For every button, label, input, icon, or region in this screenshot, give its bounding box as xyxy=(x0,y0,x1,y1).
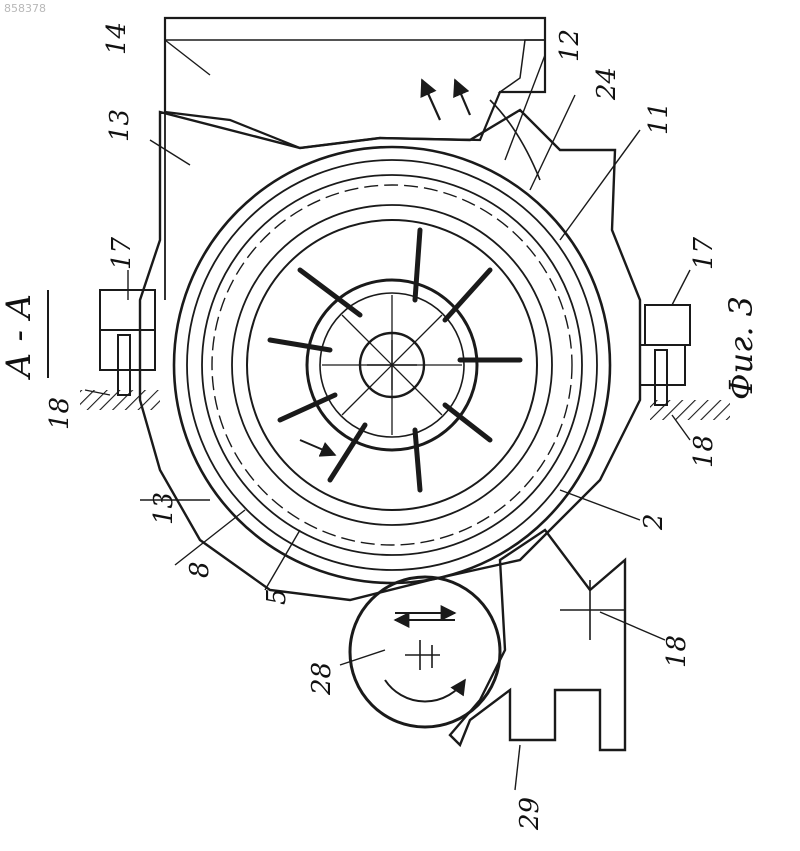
callout-5: 5 xyxy=(262,588,292,605)
callout-11: 11 xyxy=(644,102,674,135)
callouts: 14 12 24 11 13 13 17 17 18 18 18 8 5 2 2… xyxy=(45,22,719,831)
watermark-text: 858378 xyxy=(4,2,46,15)
section-label: А - А xyxy=(0,290,48,380)
callout-18-left: 18 xyxy=(45,397,75,430)
callout-2: 2 xyxy=(639,513,669,531)
figure-caption: Фиг. 3 xyxy=(722,296,760,400)
callout-8: 8 xyxy=(185,561,215,578)
callout-12: 12 xyxy=(555,29,585,62)
callout-13-top: 13 xyxy=(105,109,135,142)
callout-17-left: 17 xyxy=(107,236,137,270)
roller-28 xyxy=(350,577,500,727)
svg-text:А - А: А - А xyxy=(0,293,39,380)
support-bracket-29 xyxy=(450,530,625,750)
casing-13 xyxy=(140,110,640,600)
callout-24: 24 xyxy=(592,67,622,101)
callout-14: 14 xyxy=(102,22,132,55)
callout-18-right: 18 xyxy=(689,435,719,468)
rotor-assembly xyxy=(174,147,610,583)
callout-29: 29 xyxy=(515,797,545,831)
callout-18-bottom: 18 xyxy=(662,635,692,668)
right-lug xyxy=(640,305,730,420)
outlet-duct xyxy=(165,18,545,300)
callout-28: 28 xyxy=(307,662,337,696)
callout-13-bottom: 13 xyxy=(149,492,179,525)
callout-17-right: 17 xyxy=(689,236,719,270)
